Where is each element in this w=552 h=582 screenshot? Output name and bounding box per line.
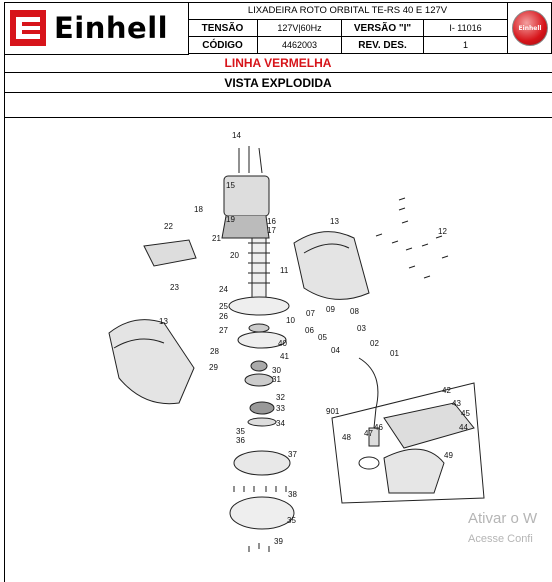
os-activation-watermark: Ativar o W bbox=[468, 510, 538, 527]
part-label: 27 bbox=[219, 326, 228, 335]
part-label: 39 bbox=[274, 537, 283, 546]
part-label: 36 bbox=[236, 436, 245, 445]
part-label: 33 bbox=[276, 404, 285, 413]
part-label: 42 bbox=[442, 386, 451, 395]
part-label: 18 bbox=[194, 205, 203, 214]
product-title: LIXADEIRA ROTO ORBITAL TE-RS 40 E 127V bbox=[188, 2, 508, 20]
line-heading: LINHA VERMELHA bbox=[4, 54, 552, 73]
part-label: 48 bbox=[342, 433, 351, 442]
part-label: 13 bbox=[330, 217, 339, 226]
part-label: 13 bbox=[159, 317, 168, 326]
part-label: 08 bbox=[350, 307, 359, 316]
part-label: 38 bbox=[288, 490, 297, 499]
part-label: 07 bbox=[306, 309, 315, 318]
codigo-label: CÓDIGO bbox=[188, 37, 258, 54]
tensao-label: TENSÃO bbox=[188, 20, 258, 37]
part-label: 40 bbox=[278, 339, 287, 348]
part-label: 49 bbox=[444, 451, 453, 460]
part-label: 22 bbox=[164, 222, 173, 231]
view-heading: VISTA EXPLODIDA bbox=[4, 73, 552, 93]
part-label: 23 bbox=[170, 283, 179, 292]
part-label: 16 bbox=[267, 217, 276, 226]
part-label: 19 bbox=[226, 215, 235, 224]
tensao-value: 127V|60Hz bbox=[258, 20, 342, 37]
part-label: 44 bbox=[459, 423, 468, 432]
part-label: 05 bbox=[318, 333, 327, 342]
part-label: 09 bbox=[326, 305, 335, 314]
part-label: 02 bbox=[370, 339, 379, 348]
part-label: 28 bbox=[210, 347, 219, 356]
brand-logo: Einhell bbox=[4, 2, 189, 55]
part-label: 901 bbox=[326, 407, 340, 416]
part-label: 45 bbox=[461, 409, 470, 418]
part-label: 20 bbox=[230, 251, 239, 260]
part-labels: 14 15 16 17 18 19 20 21 22 23 24 25 26 2… bbox=[159, 131, 470, 546]
part-label: 24 bbox=[219, 285, 228, 294]
part-label: 03 bbox=[357, 324, 366, 333]
part-label: 26 bbox=[219, 312, 228, 321]
part-label: 01 bbox=[390, 349, 399, 358]
einhell-logo-icon bbox=[10, 10, 46, 46]
part-label: 14 bbox=[232, 131, 241, 140]
exploded-view-drawing: 14 15 16 17 18 19 20 21 22 23 24 25 26 2… bbox=[108, 131, 485, 552]
part-label: 35 bbox=[236, 427, 245, 436]
part-label: 04 bbox=[331, 346, 340, 355]
part-label: 06 bbox=[305, 326, 314, 335]
versao-label: VERSÃO "I" bbox=[342, 20, 424, 37]
part-label: 34 bbox=[276, 419, 285, 428]
part-label: 43 bbox=[452, 399, 461, 408]
part-label: 47 bbox=[364, 429, 373, 438]
codigo-value: 4462003 bbox=[258, 37, 342, 54]
os-activation-watermark-sub: Acesse Confi bbox=[468, 533, 533, 545]
part-label: 17 bbox=[267, 226, 276, 235]
part-label: 37 bbox=[288, 450, 297, 459]
part-label: 41 bbox=[280, 352, 289, 361]
part-label: 35 bbox=[287, 516, 296, 525]
part-label: 30 bbox=[272, 366, 281, 375]
part-label: 11 bbox=[280, 266, 289, 275]
versao-value: I- 11016 bbox=[424, 20, 508, 37]
part-label: 21 bbox=[212, 234, 221, 243]
part-label: 29 bbox=[209, 363, 218, 372]
blank-row bbox=[4, 93, 552, 118]
rev-label: REV. DES. bbox=[342, 37, 424, 54]
part-label: 10 bbox=[286, 316, 295, 325]
part-label: 46 bbox=[374, 423, 383, 432]
part-label: 15 bbox=[226, 181, 235, 190]
brand-name: Einhell bbox=[54, 11, 169, 45]
part-label: 32 bbox=[276, 393, 285, 402]
rev-value: 1 bbox=[424, 37, 508, 54]
einhell-badge-icon: Einhell bbox=[512, 10, 548, 46]
document-frame bbox=[4, 2, 552, 582]
part-label: 25 bbox=[219, 302, 228, 311]
part-label: 12 bbox=[438, 227, 447, 236]
part-label: 31 bbox=[272, 375, 281, 384]
